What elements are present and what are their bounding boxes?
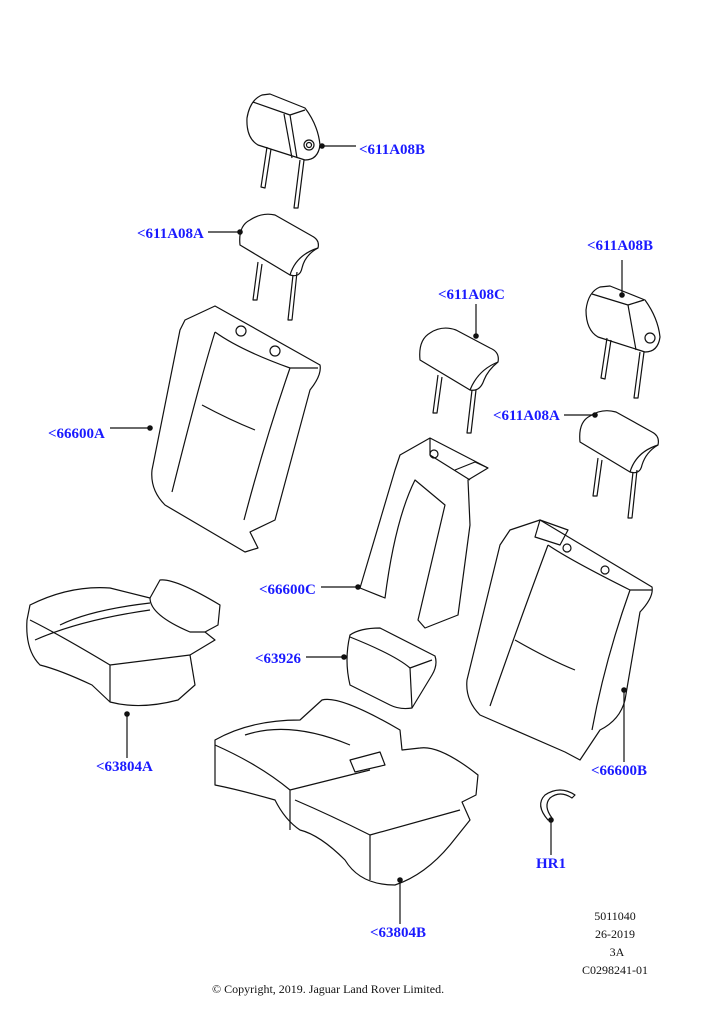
callout-611A08B-left[interactable]: <611A08B xyxy=(359,142,426,158)
armrest-63926[interactable] xyxy=(346,627,437,710)
callout-HR1[interactable]: HR1 xyxy=(536,856,566,872)
callout-611A08A-right[interactable]: <611A08A xyxy=(493,408,560,424)
callout-66600C[interactable]: <66600C xyxy=(259,582,316,598)
headrest-611A08B-right[interactable] xyxy=(585,285,661,399)
headrest-611A08A-right[interactable] xyxy=(579,410,659,519)
callout-63804B[interactable]: <63804B xyxy=(370,925,427,941)
callout-611A08A-left[interactable]: <611A08A xyxy=(137,226,204,242)
callout-66600B[interactable]: <66600B xyxy=(591,763,648,779)
headrest-611A08C[interactable] xyxy=(419,327,499,434)
drawing-date: 26-2019 xyxy=(595,927,635,941)
drawing-revision: 3A xyxy=(609,945,625,959)
drawing-code: C0298241-01 xyxy=(582,963,648,977)
cushion-63804A[interactable] xyxy=(26,579,221,707)
cushion-63804B[interactable] xyxy=(214,698,479,886)
callout-66600A[interactable]: <66600A xyxy=(48,426,105,442)
backrest-66600A[interactable] xyxy=(151,305,321,553)
callout-63926[interactable]: <63926 xyxy=(255,651,302,667)
leader-lines xyxy=(110,143,627,924)
backrest-66600C[interactable] xyxy=(359,437,489,629)
hook-HR1[interactable] xyxy=(540,789,576,821)
callout-63804A[interactable]: <63804A xyxy=(96,759,153,775)
callout-611A08B-right[interactable]: <611A08B xyxy=(587,238,654,254)
copyright-notice: © Copyright, 2019. Jaguar Land Rover Lim… xyxy=(212,982,445,996)
drawing-number: 5011040 xyxy=(594,909,636,923)
headrest-611A08B-left[interactable] xyxy=(246,93,321,209)
backrest-66600B[interactable] xyxy=(466,519,653,761)
callout-611A08C[interactable]: <611A08C xyxy=(438,287,505,303)
headrest-611A08A-left[interactable] xyxy=(239,213,319,321)
